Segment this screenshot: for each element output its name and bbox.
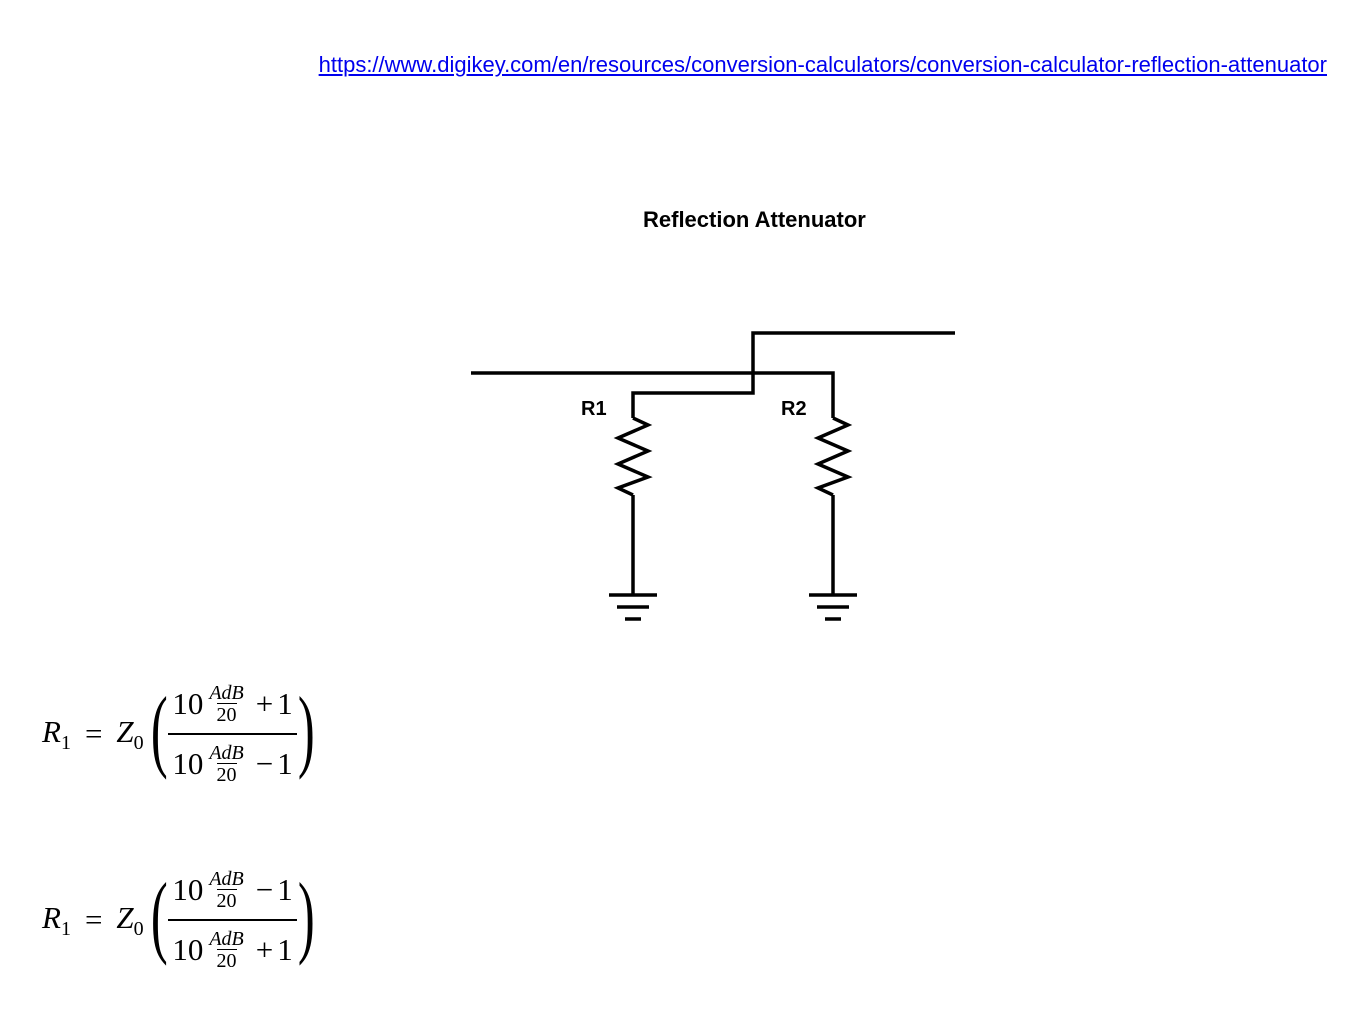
formula-2-fraction-bar bbox=[168, 919, 297, 921]
output-wire bbox=[631, 331, 955, 418]
formula-2-lhs: R1 bbox=[42, 899, 71, 940]
formula-2-open-paren: ( bbox=[150, 864, 168, 966]
formula-1-close-paren: ) bbox=[297, 678, 315, 780]
formula-2-equals: = bbox=[84, 902, 103, 937]
formula-1-fraction-bar bbox=[168, 733, 297, 735]
r1-label: R1 bbox=[581, 398, 607, 420]
r1-ground-icon bbox=[609, 593, 657, 621]
formula-2-close-paren: ) bbox=[297, 864, 315, 966]
r2-ground-icon bbox=[809, 593, 857, 621]
diagram-title: Reflection Attenuator bbox=[643, 207, 866, 232]
formula-1-lhs: R1 bbox=[42, 713, 71, 754]
source-link[interactable]: https://www.digikey.com/en/resources/con… bbox=[318, 52, 1327, 77]
r2-label: R2 bbox=[781, 398, 807, 420]
formula-2-coefficient: Z0 bbox=[116, 899, 144, 940]
formula-1-open-paren: ( bbox=[150, 678, 168, 780]
formula-1-coefficient: Z0 bbox=[116, 713, 144, 754]
input-wire bbox=[471, 371, 835, 418]
r2-resistor-symbol bbox=[813, 416, 853, 497]
r1-resistor-symbol bbox=[613, 416, 653, 497]
formula-1-equals: = bbox=[84, 716, 103, 751]
